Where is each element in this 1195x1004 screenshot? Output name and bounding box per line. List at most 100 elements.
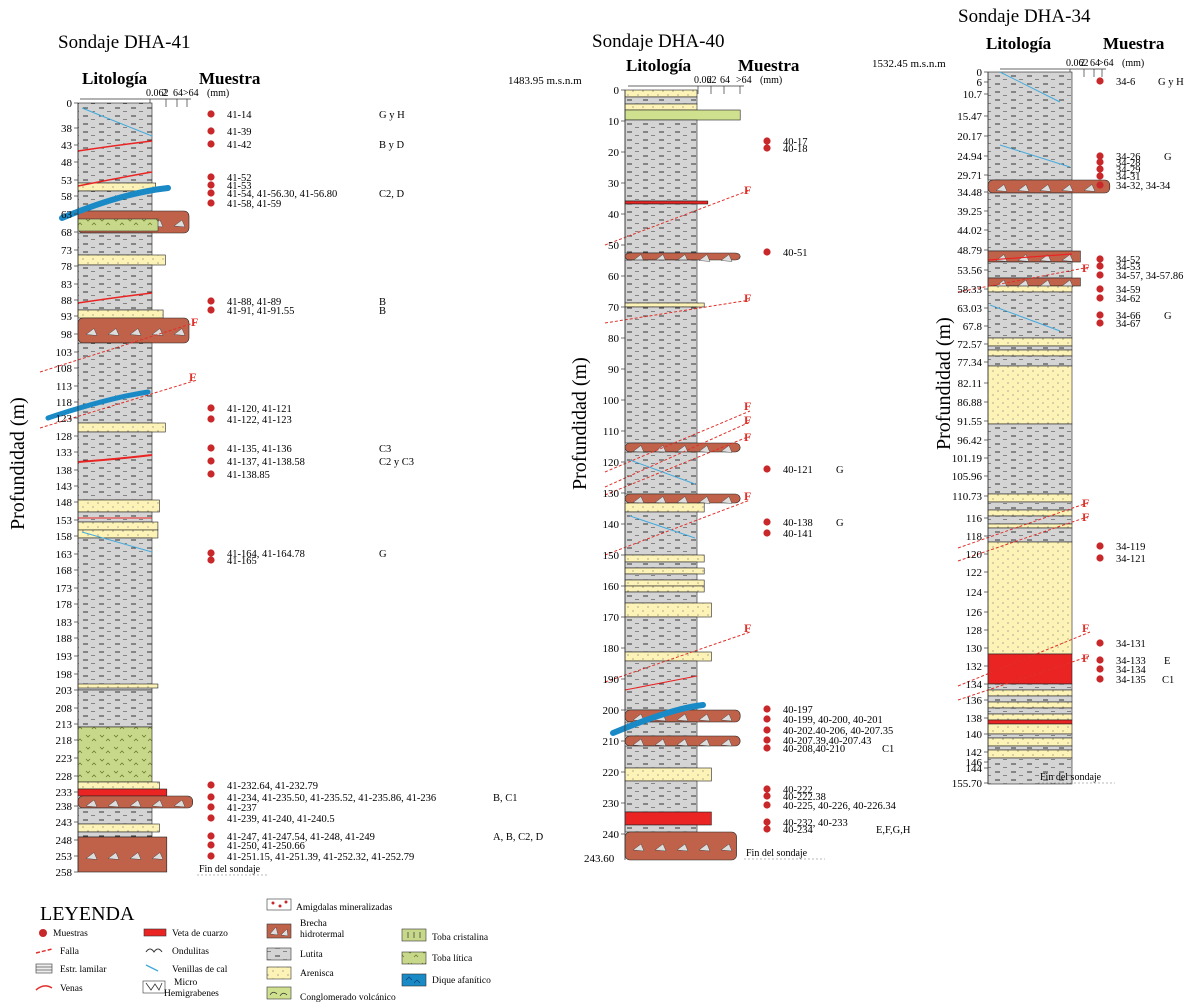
depth-tick-label: 100	[603, 395, 620, 407]
depth-tick-label: 220	[603, 767, 620, 779]
sample-note: B y D	[379, 140, 405, 151]
sample-dot	[1096, 554, 1103, 561]
depth-tick-label: 120	[966, 549, 983, 561]
sample-dot	[763, 825, 770, 832]
legend-label-dique: Dique afanítico	[432, 975, 491, 986]
depth-tick-label: 203	[56, 685, 73, 697]
sample-dot	[207, 793, 214, 800]
sample-dot	[207, 140, 214, 147]
shale-icon	[267, 948, 291, 960]
legend-label-ondulitas: Ondulitas	[172, 947, 209, 957]
depth-tick-label: 138	[966, 713, 983, 725]
lith-sand	[625, 580, 704, 586]
depth-tick-label: 29.71	[957, 170, 982, 182]
lith-veta	[625, 201, 708, 204]
lith-sand	[78, 782, 159, 789]
sample-dot	[763, 818, 770, 825]
depth-tick-label: 0	[614, 85, 620, 97]
depth-tick-label: 86.88	[957, 397, 982, 409]
sample-dot	[763, 529, 770, 536]
depth-tick-label: 6	[977, 77, 983, 89]
depth-tick-label: 146	[966, 757, 983, 769]
depth-tick-label: 173	[56, 583, 73, 595]
quartz-vein-icon	[144, 929, 166, 936]
sample-dot	[763, 744, 770, 751]
lith-sand	[988, 724, 1072, 734]
lith-sand	[78, 824, 159, 832]
log-41-end-label: Fin del sondaje	[199, 864, 261, 875]
lith-sand	[78, 255, 165, 265]
depth-tick-label: 228	[56, 771, 73, 783]
sample-dot	[207, 444, 214, 451]
lith-congl	[625, 110, 740, 120]
fault-label: F	[744, 399, 751, 413]
breccia-icon	[267, 924, 291, 938]
log-34-sample-header: Muestra	[1103, 34, 1165, 53]
lith-shale	[988, 262, 1072, 278]
depth-tick-label: 122	[966, 567, 983, 579]
depth-tick-label: 15.47	[957, 111, 982, 123]
depth-tick-label: 190	[603, 674, 620, 686]
fault-label: F	[744, 430, 751, 444]
sample-label: 40-121	[783, 465, 813, 476]
sample-dot	[207, 404, 214, 411]
sample-dot	[207, 297, 214, 304]
laminar-icon	[36, 964, 52, 973]
sample-dot	[207, 181, 214, 188]
lith-sand	[988, 750, 1072, 758]
sample-note: E,F,G,H	[876, 825, 911, 836]
lith-tuff	[78, 219, 158, 231]
legend-label-laminar: Estr. lamilar	[60, 965, 107, 975]
depth-tick-label: 253	[56, 851, 73, 863]
depth-tick-label: 98	[61, 329, 73, 341]
sample-note: C2, D	[379, 189, 405, 200]
sample-dot	[1096, 665, 1103, 672]
sample-label: 41-58, 41-59	[227, 199, 281, 210]
sample-dot	[763, 518, 770, 525]
sample-label: 41-137, 41-138.58	[227, 457, 305, 468]
sample-dot	[1096, 319, 1103, 326]
lith-shale	[78, 832, 152, 837]
depth-tick-label: 213	[56, 719, 73, 731]
lith-sand	[78, 684, 158, 688]
depth-tick-label: 188	[56, 633, 73, 645]
legend-label-lutita: Lutita	[300, 950, 323, 960]
lith-shale	[625, 307, 697, 443]
sample-note: C1	[882, 744, 894, 755]
sample-note: A, B, C2, D	[493, 832, 544, 843]
lith-veta	[78, 789, 167, 796]
depth-tick-label: 68	[61, 227, 73, 239]
lith-shale	[625, 452, 697, 494]
lith-veta	[625, 812, 711, 825]
sample-dot	[207, 110, 214, 117]
sample-dot	[207, 127, 214, 134]
depth-tick-label: 130	[966, 643, 983, 655]
log-40-sample-header: Muestra	[738, 56, 800, 75]
sample-note: G y H	[379, 110, 405, 121]
sample-dot	[763, 726, 770, 733]
lith-sand	[988, 714, 1072, 720]
depth-tick-label: 58.33	[957, 284, 982, 296]
amygdule-icon	[267, 899, 291, 910]
sample-label: 41-138.85	[227, 470, 270, 481]
depth-tick-label: 0	[67, 98, 73, 110]
lith-shale	[625, 260, 697, 303]
sample-dot	[763, 715, 770, 722]
sample-dot	[1096, 639, 1103, 646]
sample-dot	[1096, 158, 1103, 165]
depth-tick-label: 118	[56, 397, 73, 409]
lith-shale	[625, 204, 697, 253]
depth-tick-label: 30	[608, 178, 620, 190]
depth-tick-label: 58	[61, 191, 73, 203]
lith-sand	[988, 494, 1072, 502]
sample-dot	[763, 705, 770, 712]
depth-tick-label: 113	[56, 381, 73, 393]
sample-label: 34-62	[1116, 294, 1141, 305]
depth-tick-label: 20.17	[957, 131, 982, 143]
sample-label: 41-91, 41-91.55	[227, 306, 294, 317]
lith-sand	[78, 310, 163, 318]
sample-label: 34-6	[1116, 77, 1135, 88]
fault-label: F	[1082, 651, 1089, 665]
depth-tick-label: 44.02	[957, 225, 982, 237]
sample-label: 34-131	[1116, 639, 1146, 650]
